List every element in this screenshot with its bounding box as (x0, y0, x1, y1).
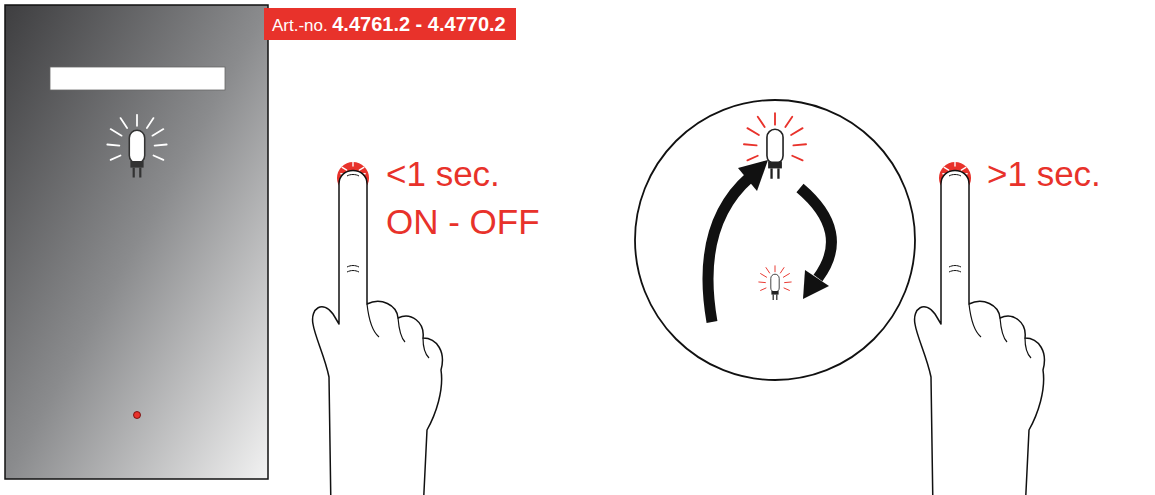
dim-lamp-icon (759, 266, 791, 300)
lamp-icon (107, 115, 166, 178)
cycle-arrow (708, 177, 750, 322)
cycle-arrowhead (803, 270, 829, 299)
action-label: ON - OFF (386, 203, 540, 242)
cycle-arrow (800, 188, 831, 278)
tag-prefix: Art.-no. (272, 16, 328, 35)
article-number: 4.4761.2 - 4.4770.2 (332, 13, 505, 35)
mirror-panel (5, 5, 268, 479)
touch-sensor-dot (134, 412, 141, 419)
pointing-hand (915, 162, 1045, 495)
dimming-cycle-circle (635, 100, 915, 380)
light-bar (50, 67, 225, 90)
press-duration-label: <1 sec. (386, 155, 500, 194)
press-duration-label: >1 sec. (987, 155, 1101, 194)
article-number-tag: Art.-no. 4.4761.2 - 4.4770.2 (264, 8, 516, 40)
cycle-arrowhead (738, 160, 768, 191)
